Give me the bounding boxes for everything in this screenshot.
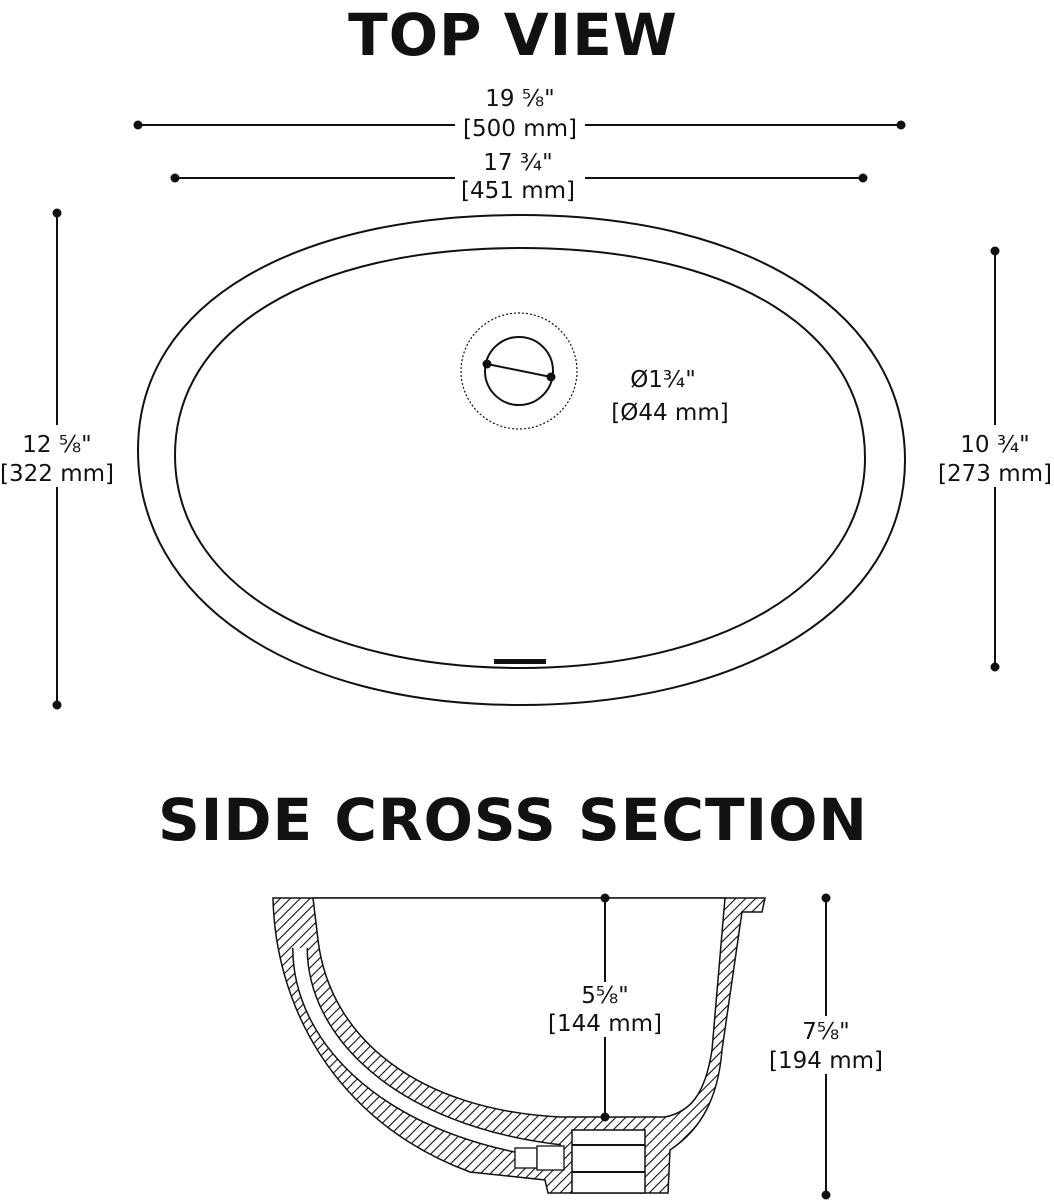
- overall-width-metric: [322 mm]: [0, 461, 114, 487]
- top-view-title: TOP VIEW: [348, 1, 678, 69]
- overflow-slot: [494, 659, 546, 664]
- overall-width-dimension: 12 ⅝" [322 mm]: [0, 208, 116, 710]
- overall-height-imperial: 7⅝": [802, 1019, 850, 1045]
- overall-length-dimension: 19 ⅝" [500 mm]: [133, 86, 906, 142]
- bowl-depth-imperial: 5⅝": [581, 983, 629, 1009]
- bowl-depth-dimension: 5⅝" [144 mm]: [545, 893, 665, 1122]
- bowl-length-metric: [451 mm]: [461, 178, 575, 204]
- sink-outer-rim: [136, 213, 907, 707]
- drain-diameter-metric: [Ø44 mm]: [611, 400, 728, 426]
- bowl-depth-metric: [144 mm]: [548, 1011, 662, 1037]
- sink-inner-bowl: [173, 246, 867, 670]
- drain-diameter-imperial: Ø1¾": [630, 367, 696, 393]
- side-section-title: SIDE CROSS SECTION: [158, 786, 868, 854]
- cross-section-profile: [272, 897, 766, 1194]
- overall-width-imperial: 12 ⅝": [22, 432, 91, 458]
- drain: [460, 312, 578, 430]
- bowl-length-dimension: 17 ¾" [451 mm]: [170, 150, 868, 205]
- overall-length-metric: [500 mm]: [463, 116, 577, 142]
- overall-length-imperial: 19 ⅝": [485, 86, 554, 112]
- bowl-width-dimension: 10 ¾" [273 mm]: [936, 246, 1054, 672]
- bowl-length-imperial: 17 ¾": [483, 150, 552, 176]
- bowl-width-metric: [273 mm]: [938, 461, 1052, 487]
- overall-height-dimension: 7⅝" [194 mm]: [766, 893, 886, 1200]
- overall-height-metric: [194 mm]: [769, 1048, 883, 1074]
- bowl-width-imperial: 10 ¾": [960, 432, 1029, 458]
